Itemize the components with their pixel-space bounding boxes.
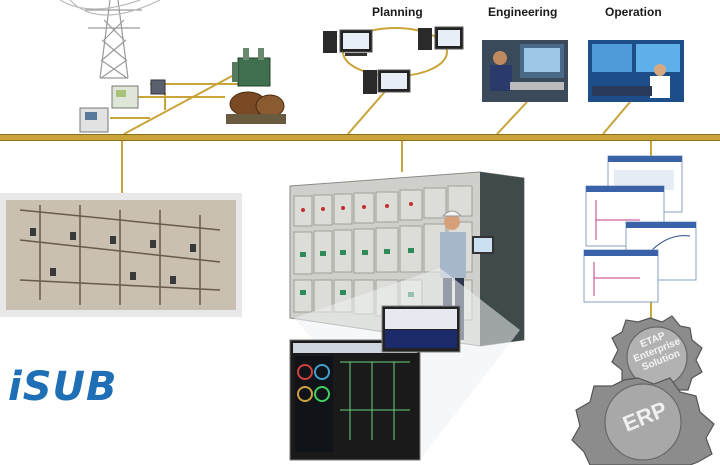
operation-photo: [588, 40, 684, 102]
transformer-icon: [226, 48, 286, 124]
etap-gear-icon: [611, 315, 703, 399]
engineering-label: Engineering: [488, 5, 558, 19]
planning-network: [323, 26, 464, 94]
isub-logo: iSUB: [8, 364, 118, 410]
relay-device-icon: [79, 79, 166, 133]
erp-gear-icon: [571, 377, 715, 465]
transmission-tower-icon: [59, 0, 161, 79]
engineering-photo: [482, 40, 568, 102]
communication-bus: [0, 134, 720, 141]
operation-label: Operation: [605, 5, 662, 19]
hmi-screen-zoom: [289, 305, 461, 461]
planning-label: Planning: [372, 5, 423, 19]
workstation-icon: [323, 29, 373, 56]
report-windows: [583, 155, 697, 303]
substation-photo: [0, 193, 242, 317]
